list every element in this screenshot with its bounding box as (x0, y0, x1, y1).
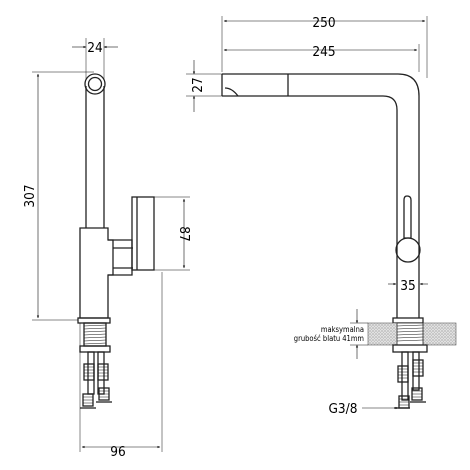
dim-96: 96 (81, 444, 161, 460)
lever-hub (395, 237, 421, 263)
spout-top-circle (84, 73, 106, 95)
dim-label-96: 96 (110, 444, 125, 460)
dim-307: 307 (22, 71, 94, 321)
body-outline (79, 227, 114, 319)
faucet-side-view (77, 73, 163, 452)
dim-label-307: 307 (22, 184, 38, 207)
lever (403, 195, 412, 239)
dim-label-27: 27 (190, 77, 206, 92)
dim-250: 250 (221, 15, 428, 78)
threaded-shank-left (79, 322, 111, 353)
note-line-1: maksymalna (321, 325, 364, 334)
dim-label-g38: G3/8 (329, 401, 358, 417)
hoses-right (394, 351, 426, 409)
dim-label-250: 250 (312, 15, 335, 31)
dim-label-24: 24 (87, 40, 103, 56)
note-line-2: grubość blatu 41mm (294, 334, 364, 343)
faucet-front-view (221, 73, 424, 324)
dim-g38: G3/8 (329, 401, 399, 417)
handle (131, 196, 155, 271)
dim-label-35: 35 (400, 278, 415, 294)
hoses-left (80, 351, 112, 409)
dim-label-87: 87 (176, 226, 192, 241)
dim-27: 27 (186, 60, 222, 112)
dim-label-245: 245 (312, 44, 335, 60)
dim-87: 87 (154, 196, 192, 271)
dim-24: 24 (72, 38, 118, 80)
countertop-thickness-marker (350, 309, 368, 359)
countertop (367, 322, 457, 353)
dim-35: 35 (388, 278, 428, 294)
dim-245: 245 (223, 44, 420, 72)
